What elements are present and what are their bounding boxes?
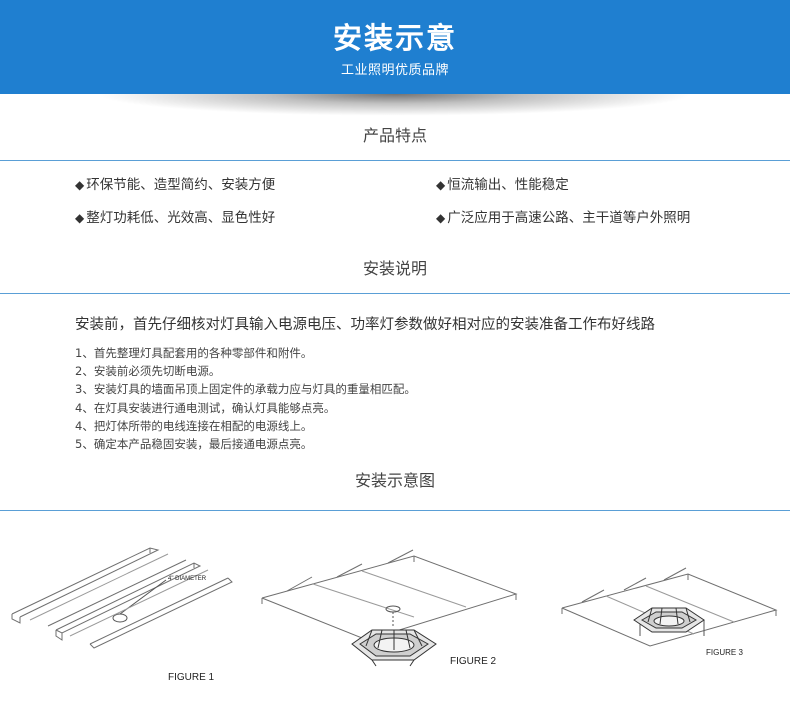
figure-3-drawing [561,567,778,647]
instruction-step: 4、在灯具安装进行通电测试，确认灯具能够点亮。 [75,400,336,415]
banner-shadow [95,94,695,116]
instruction-steps: 1、首先整理灯具配套用的各种零部件和附件。 2、安装前必须先切断电源。 3、安装… [75,344,416,453]
instruction-step: 5、确定本产品稳固安装，最后接通电源点亮。 [75,437,313,452]
figure-1-label: FIGURE 1 [168,672,215,683]
feature-text: 整灯功耗低、光效高、显色性好 [86,210,276,226]
feature-text: 环保节能、造型简约、安装方便 [86,177,276,193]
diagram-divider [0,510,790,511]
diamond-bullet-icon: ◆ [436,211,446,225]
diagram-title: 安装示意图 [354,471,435,490]
figure-3-fixture [633,607,705,633]
figure-3-label: FIGURE 3 [706,648,743,657]
figure-2-drawing [261,549,518,641]
features-title: 产品特点 [362,126,427,145]
instruction-step: 1、首先整理灯具配套用的各种零部件和附件。 [75,346,313,360]
instructions-divider [0,293,790,294]
feature-text: 广泛应用于高速公路、主干道等户外照明 [447,210,691,226]
feature-item: ◆整灯功耗低、光效高、显色性好 [75,208,275,228]
feature-text: 恒流输出、性能稳定 [447,177,569,193]
diamond-bullet-icon: ◆ [75,211,85,225]
feature-item: ◆环保节能、造型简约、安装方便 [75,175,275,195]
diamond-bullet-icon: ◆ [436,178,446,192]
figure-2-fixture [351,629,437,667]
features-divider [0,160,790,161]
instruction-step: 4、把灯体所带的电线连接在相配的电源线上。 [75,418,313,433]
figure-1-annotation: 4" DIAMETER [168,576,207,582]
instructions-title: 安装说明 [362,259,427,278]
instruction-step: 2、安装前必须先切断电源。 [75,364,221,379]
header-banner: 安装示意 工业照明优质品牌 [0,0,790,94]
figure-1-drawing [11,547,233,649]
feature-item: ◆恒流输出、性能稳定 [436,175,569,195]
page-title: 安装示意 [332,21,457,55]
instruction-step: 3、安装灯具的墙面吊顶上固定件的承载力应与灯具的重量相匹配。 [75,382,416,397]
figure-2-label: FIGURE 2 [450,656,497,667]
instructions-intro: 安装前，首先仔细核对灯具输入电源电压、功率灯参数做好相对应的安装准备工作布好线路 [75,317,655,333]
page-subtitle: 工业照明优质品牌 [340,63,449,78]
feature-item: ◆广泛应用于高速公路、主干道等户外照明 [436,208,690,228]
diamond-bullet-icon: ◆ [75,178,85,192]
